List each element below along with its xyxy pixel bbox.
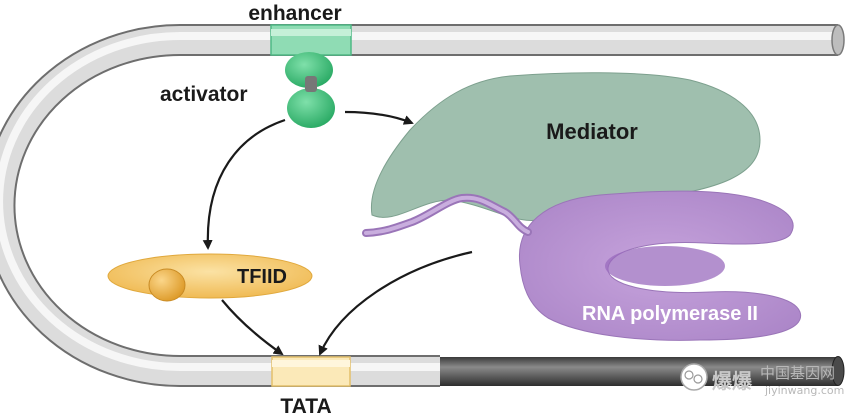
rna-polymerase-groove — [605, 246, 725, 286]
dna-dark-segment — [440, 357, 838, 386]
watermark: 爆爆 中国基因网 jiyinwang.com — [680, 363, 844, 397]
arrow-tfiid-to-tata — [221, 299, 284, 356]
tbp-subunit — [148, 268, 186, 302]
tfiid-label: TFIID — [237, 266, 287, 288]
tata-segment — [271, 356, 351, 387]
dna-end-cap — [831, 24, 845, 56]
interaction-arrows — [202, 110, 473, 356]
enhancer-label: enhancer — [248, 2, 341, 25]
rna-polymerase-label: RNA polymerase II — [582, 303, 758, 325]
arrow-activator-to-mediator — [344, 110, 414, 125]
arrow-activator-to-tfiid — [202, 118, 286, 250]
enhancer-segment — [270, 24, 352, 56]
watermark-cn-b: 中国基因网 — [760, 364, 835, 382]
activator-protein — [285, 52, 335, 128]
activator-label: activator — [160, 83, 248, 106]
watermark-url: jiyinwang.com — [764, 384, 844, 397]
mediator-complex — [370, 72, 761, 221]
dna-strand — [0, 23, 845, 387]
arrow-polymerase-to-tata — [318, 250, 473, 356]
mediator-label: Mediator — [546, 119, 638, 144]
tata-label: TATA — [280, 395, 331, 418]
tfiid-complex — [107, 253, 313, 302]
watermark-cn-a: 爆爆 — [712, 370, 753, 393]
